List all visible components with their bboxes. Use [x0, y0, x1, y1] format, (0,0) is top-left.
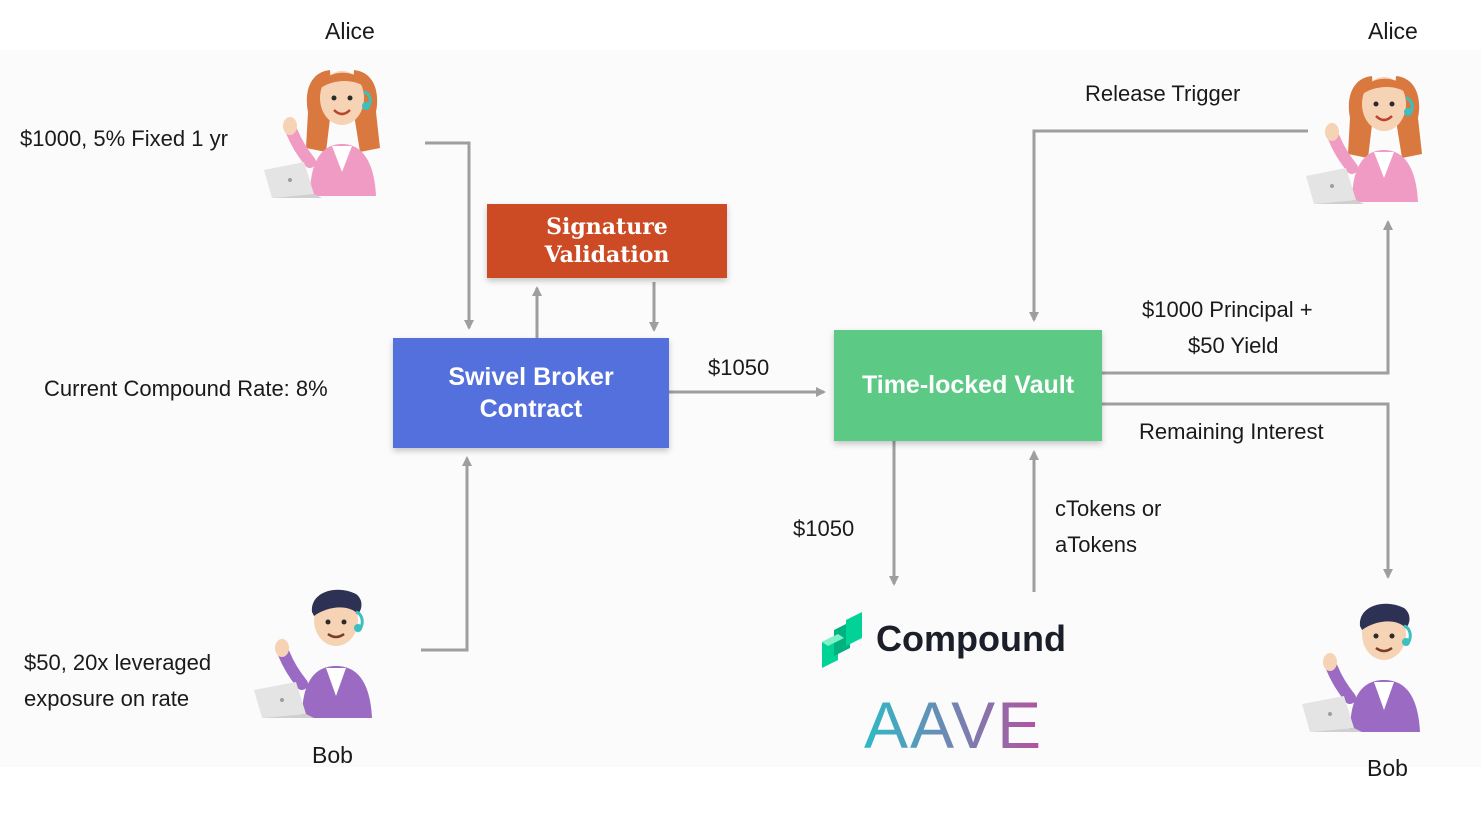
swivel-box-label-1: Swivel Broker: [448, 363, 614, 391]
signature-box-label-2: Validation: [544, 242, 670, 268]
arrow-vault-to-bob: [1102, 402, 1393, 579]
aave-logo-text: AAVE: [864, 692, 1043, 756]
swivel-broker-contract-box: Swivel Broker Contract: [393, 338, 669, 448]
signature-validation-box: Signature Validation: [487, 204, 727, 278]
tokens-label-2: aTokens: [1055, 532, 1137, 557]
compound-logo-text: Compound: [876, 618, 1066, 659]
signature-box-label-1: Signature: [546, 214, 668, 240]
arrow-bob-to-swivel: [421, 456, 472, 652]
arrow-vault-to-alice: [1102, 220, 1393, 375]
aave-logo: AAVE: [864, 692, 1043, 756]
alice-avatar-icon: [1306, 76, 1422, 204]
compound-logo-icon: [822, 612, 862, 668]
arrow-alice-to-swivel: [425, 141, 474, 330]
transfer-amount-label: $1050: [708, 355, 770, 380]
swivel-box-label-2: Contract: [479, 395, 583, 423]
principal-label-1: $1000 Principal +: [1142, 297, 1313, 322]
arrow-release-trigger: [1029, 129, 1308, 322]
compound-amount-label: $1050: [793, 516, 855, 541]
alice-left-name: Alice: [325, 18, 375, 44]
remaining-interest-label: Remaining Interest: [1139, 419, 1324, 444]
alice-right-name: Alice: [1368, 18, 1418, 44]
tokens-label-1: cTokens or: [1055, 496, 1162, 521]
bob-left-name: Bob: [312, 742, 353, 768]
alice-avatar-icon: [264, 70, 380, 198]
vault-box-label: Time-locked Vault: [861, 371, 1075, 399]
bob-deposit-label-2: exposure on rate: [24, 686, 190, 711]
bob-deposit-label-1: $50, 20x leveraged: [24, 650, 212, 675]
release-trigger-label: Release Trigger: [1085, 81, 1241, 106]
alice-deposit-label: $1000, 5% Fixed 1 yr: [20, 126, 228, 151]
bob-avatar-icon: [1302, 603, 1420, 732]
bob-avatar-icon: [254, 589, 372, 718]
principal-label-2: $50 Yield: [1188, 333, 1279, 358]
time-locked-vault-box: Time-locked Vault: [834, 330, 1102, 441]
compound-rate-label: Current Compound Rate: 8%: [44, 376, 328, 401]
bob-right-name: Bob: [1367, 755, 1408, 781]
